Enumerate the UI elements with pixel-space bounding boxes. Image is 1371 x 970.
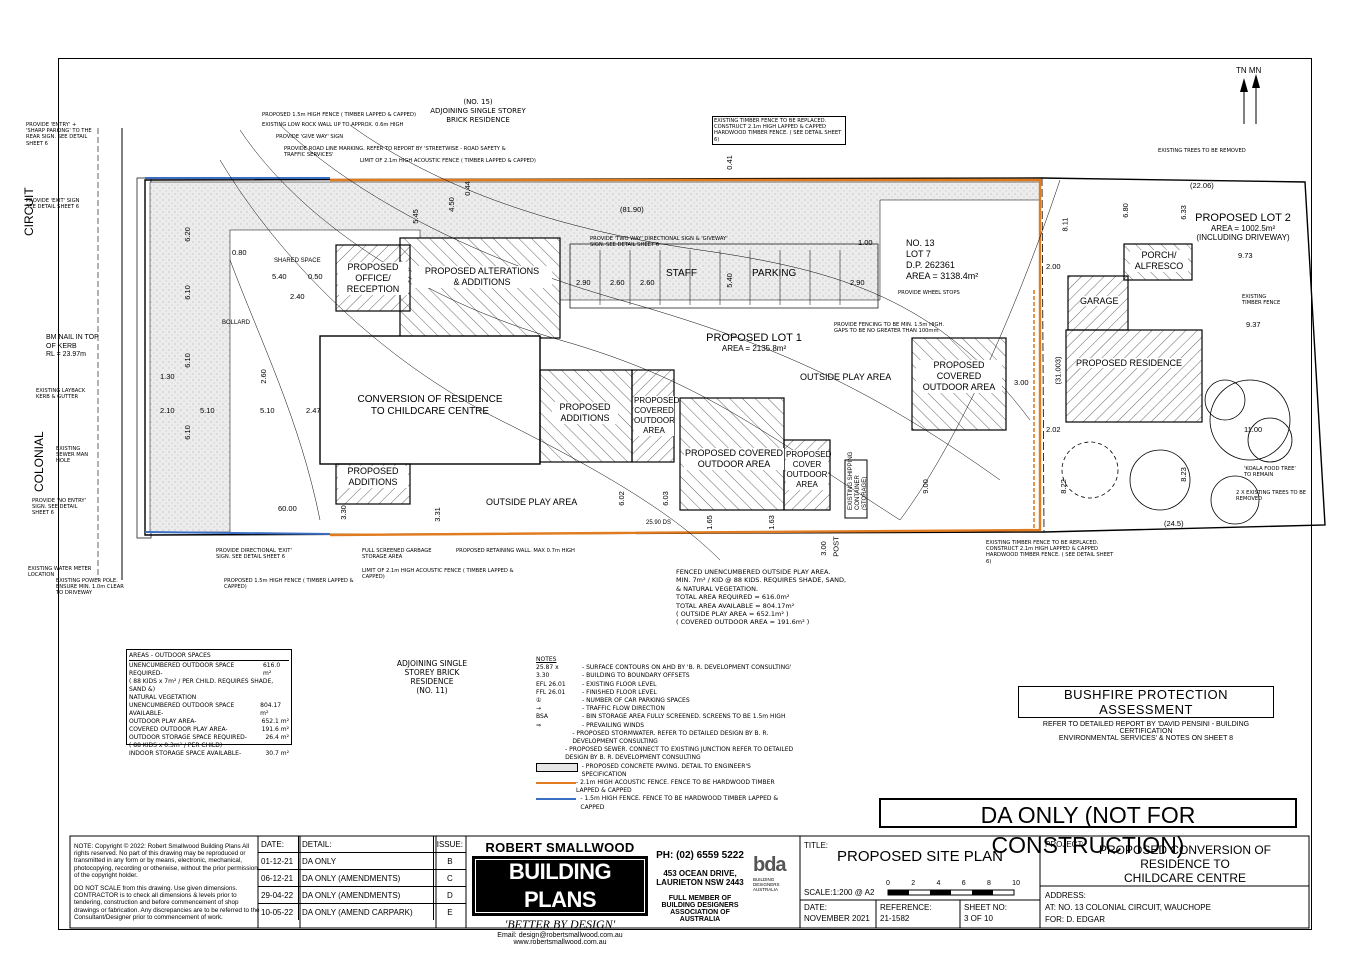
reference-label: REFERENCE:	[880, 903, 932, 912]
acoustic-fence	[329, 178, 1042, 537]
play-area-2-label: OUTSIDE PLAY AREA	[486, 497, 578, 507]
client-value: FOR: D. EDGAR	[1045, 915, 1106, 924]
drawing-title: PROPOSED SITE PLAN	[837, 848, 1003, 865]
drawing-sheet-border	[58, 58, 1312, 930]
address-value: AT: NO. 13 COLONIAL CIRCUIT, WAUCHOPE	[1045, 903, 1211, 912]
street-label-circuit: CIRCUIT	[22, 187, 36, 236]
north-label: TN MN	[1236, 66, 1262, 75]
date-label: DATE:	[804, 903, 827, 912]
fenced-note: FENCED UNENCUMBERED OUTSIDE PLAY AREA.MI…	[676, 568, 847, 627]
table-row: 10-05-22 DA ONLY (AMEND CARPARK) E	[258, 903, 466, 920]
notes-legend: NOTES 25.87 x- SURFACE CONTOURS ON AHD B…	[536, 656, 794, 811]
revision-table: DATE: DETAIL: ISSUE: 01-12-21 DA ONLY B …	[258, 836, 466, 920]
parking-label: PARKING	[752, 268, 797, 279]
alterations-label: PROPOSED ALTERATIONS& ADDITIONS	[412, 266, 552, 288]
rev-header-date: DATE:	[258, 836, 299, 853]
sheet-label: SHEET NO:	[964, 903, 1007, 912]
shipping-container	[844, 459, 868, 519]
street-label-colonial: COLONIAL	[32, 431, 46, 492]
proposed-residence	[1065, 329, 1203, 423]
da-only-banner: DA ONLY (NOT FOR CONSTRUCTION)	[879, 798, 1297, 858]
copyright-note: NOTE: Copyright © 2022: Robert Smallwood…	[74, 843, 260, 921]
table-row: 29-04-22 DA ONLY (AMENDMENTS) D	[258, 886, 466, 904]
residence-label: PROPOSED RESIDENCE	[1076, 358, 1183, 368]
table-row: 06-12-21 DA ONLY (AMENDMENTS) C	[258, 869, 466, 887]
scale-label: SCALE:1:200 @ A2	[804, 888, 875, 897]
rev-header-issue: ISSUE:	[432, 836, 466, 853]
table-row: 01-12-21 DA ONLY B	[258, 852, 466, 870]
existing-residence	[319, 335, 541, 465]
bushfire-assessment: BUSHFIRE PROTECTION ASSESSMENT REFER TO …	[1018, 686, 1274, 742]
lot-division	[1041, 177, 1045, 533]
staff-label: STAFF	[666, 268, 697, 279]
sheet-value: 3 OF 10	[964, 914, 993, 923]
company-contact: PH: (02) 6559 5222 453 OCEAN DRIVE, LAUR…	[656, 850, 744, 923]
play-area-1-label: OUTSIDE PLAY AREA	[800, 372, 892, 382]
porch-label: PORCH/ALFRESCO	[1130, 250, 1188, 272]
title-label: TITLE:	[804, 841, 829, 850]
areas-outdoor-spaces-box: AREAS - OUTDOOR SPACES UNENCUMBERED OUTD…	[126, 649, 292, 757]
address-label: ADDRESS:	[1045, 891, 1086, 900]
date-value: NOVEMBER 2021	[804, 914, 870, 923]
verge-hedge	[136, 177, 152, 539]
garage-label: GARAGE	[1080, 296, 1119, 306]
reference-value: 21-1582	[880, 914, 910, 923]
company-logo: ROBERT SMALLWOOD BUILDING PLANS 'BETTER …	[472, 840, 648, 946]
concrete-paving	[149, 181, 1041, 533]
parking-bays	[569, 243, 879, 309]
rev-header-detail: DETAIL:	[297, 836, 434, 853]
bda-logo: bda BUILDING DESIGNERS AUSTRALIA	[753, 854, 787, 892]
project-label: PROJECT:	[1045, 840, 1084, 849]
fence-15-bottom	[144, 531, 331, 535]
alterations-building	[399, 237, 561, 339]
